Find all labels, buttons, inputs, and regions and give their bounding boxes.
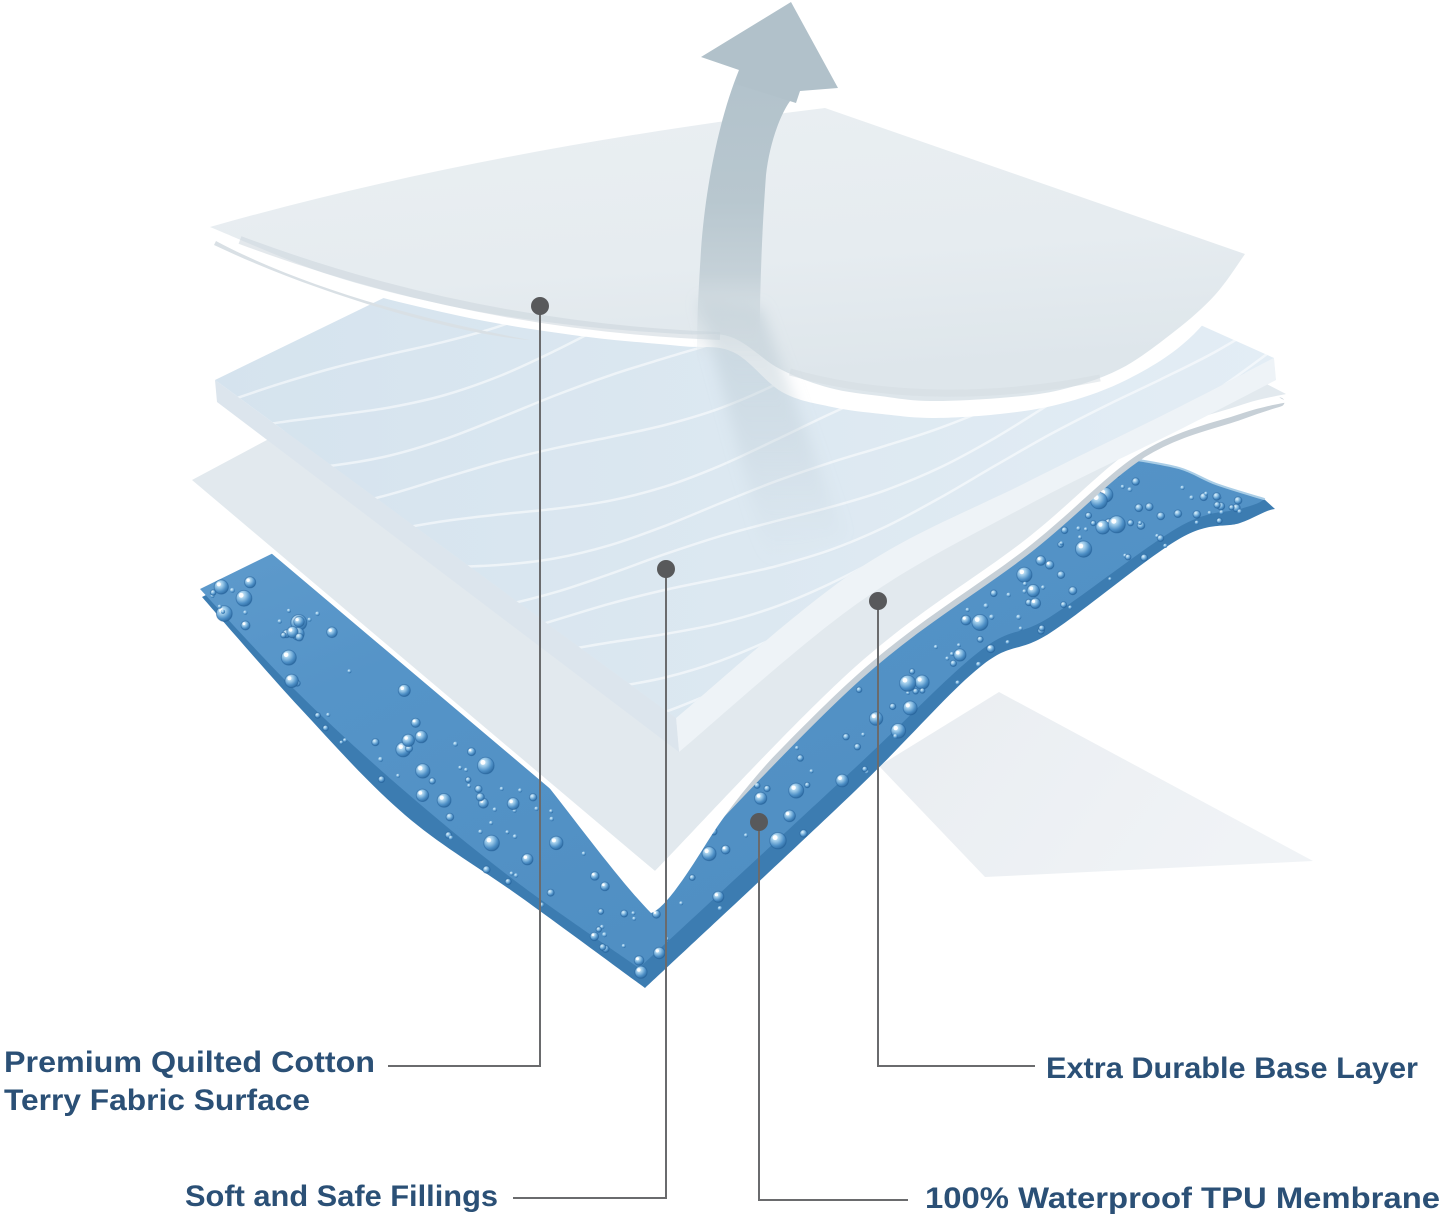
svg-text:Terry Fabric Surface: Terry Fabric Surface <box>4 1084 310 1117</box>
svg-text:100% Waterproof TPU Membrane: 100% Waterproof TPU Membrane <box>925 1182 1440 1215</box>
svg-text:Premium Quilted Cotton: Premium Quilted Cotton <box>4 1046 375 1079</box>
svg-text:Soft and Safe Fillings: Soft and Safe Fillings <box>185 1180 498 1213</box>
svg-text:Extra Durable Base Layer: Extra Durable Base Layer <box>1046 1052 1419 1085</box>
